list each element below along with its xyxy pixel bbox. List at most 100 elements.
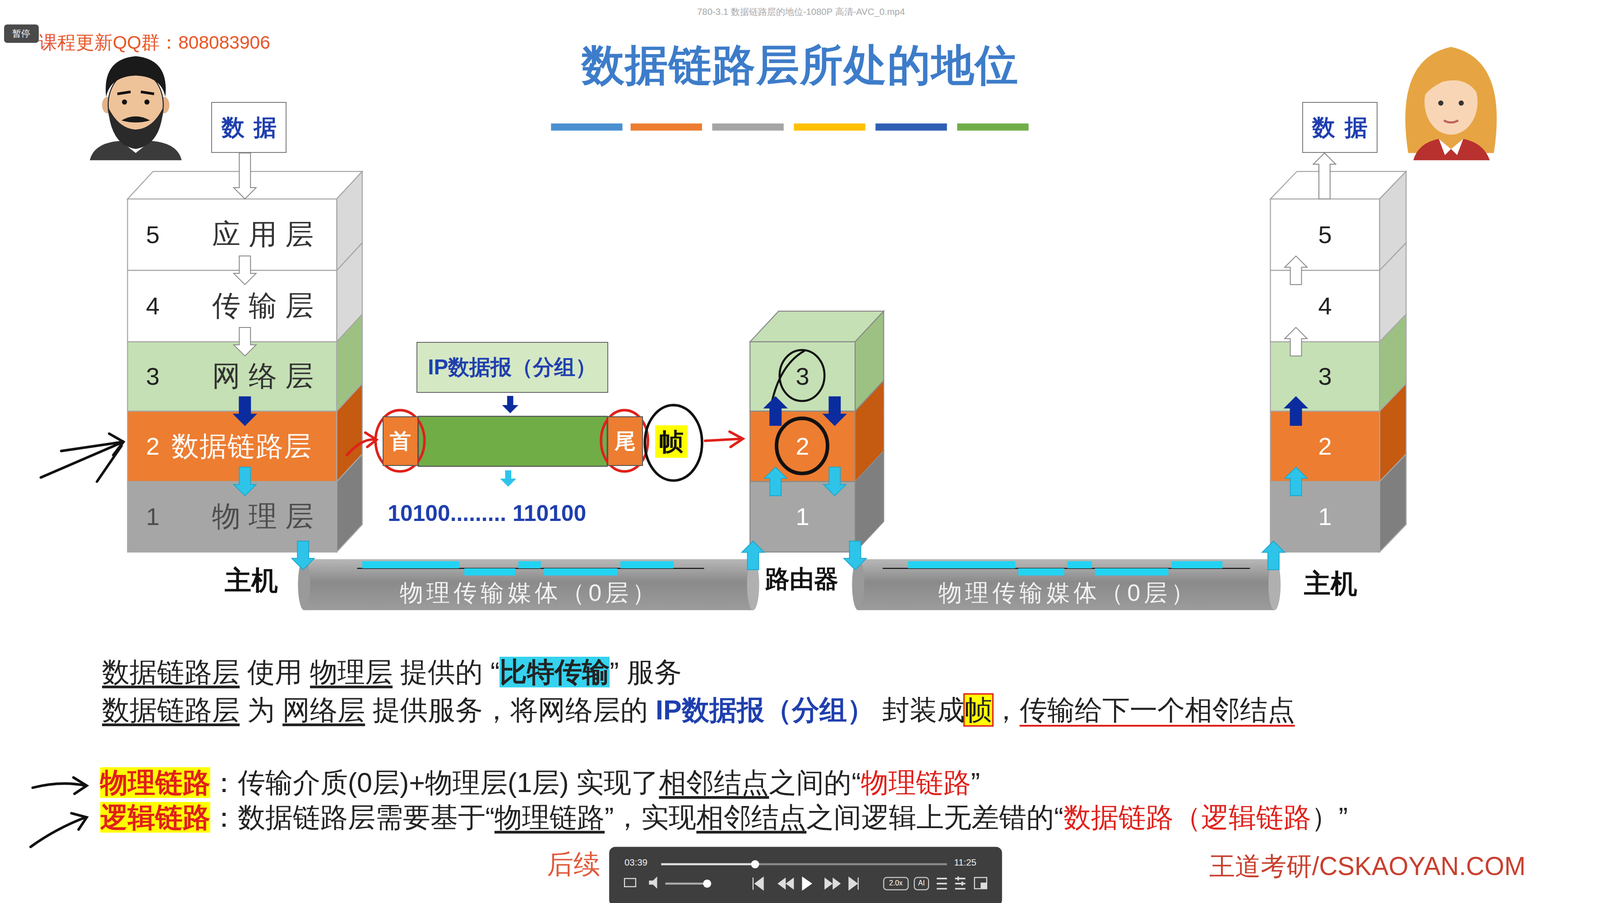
title-anchor: 数据链路层所处的地位 bbox=[581, 39, 1019, 92]
label-anchor: 主机 bbox=[224, 564, 278, 597]
block-arrow bbox=[1284, 467, 1308, 496]
player-time: 03:39 bbox=[624, 857, 648, 868]
note-line: 逻辑链路：数据链路层需要基于“物理链路”，实现相邻结点之间逻辑上无差错的“数据链… bbox=[100, 802, 1348, 833]
layer-name: 物理层 bbox=[212, 499, 322, 534]
block-arrow bbox=[233, 256, 257, 285]
label-anchor: 物理链路：传输介质(0层)+物理层(1层) 实现了相邻结点之间的“物理链路” bbox=[100, 766, 981, 800]
host-stack-3d bbox=[127, 171, 363, 553]
note-fragment: 后续 bbox=[546, 849, 601, 879]
layer-number: 1 bbox=[145, 502, 213, 532]
host-stack-3d bbox=[1270, 171, 1407, 553]
slide-title: 数据链路层所处的地位 bbox=[581, 41, 1019, 89]
video-player-bar bbox=[609, 847, 1003, 903]
block-arrow bbox=[741, 541, 765, 570]
block-arrow bbox=[823, 397, 847, 426]
frame-tag: 帧 bbox=[655, 425, 688, 458]
block-arrow bbox=[291, 541, 315, 570]
data-box: 数据 bbox=[211, 101, 287, 153]
file-name: 780-3.1 数据链路层的地位-1080P 高清-AVC_0.mp4 bbox=[697, 6, 906, 17]
layer-number: 1 bbox=[795, 502, 810, 532]
label-anchor: 暂停 bbox=[12, 27, 31, 39]
layer-box: 2 bbox=[749, 411, 856, 482]
layer-box: 5应用层 bbox=[127, 198, 338, 271]
trailer-label: 尾 bbox=[614, 428, 636, 455]
layer-box: 3 bbox=[1270, 342, 1380, 412]
player-time: 11:25 bbox=[953, 857, 976, 868]
frame-trailer: 尾 bbox=[607, 416, 643, 467]
emphasis: 逻辑链路 bbox=[100, 802, 211, 833]
emphasis: 相邻结点 bbox=[696, 802, 807, 833]
device-name: 主机 bbox=[1304, 568, 1358, 599]
block-arrow bbox=[1284, 327, 1308, 357]
data-text: 数据 bbox=[212, 113, 286, 142]
note-line: 物理链路：传输介质(0层)+物理层(1层) 实现了相邻结点之间的“物理链路” bbox=[100, 767, 981, 799]
emphasis: 物理链路 bbox=[494, 802, 605, 833]
label-anchor: 逻辑链路：数据链路层需要基于“物理链路”，实现相邻结点之间逻辑上无差错的“数据链… bbox=[100, 801, 1348, 835]
frame-payload bbox=[418, 416, 607, 467]
block-arrow bbox=[233, 152, 257, 199]
note-line: 数据链路层 使用 物理层 提供的 “比特传输” 服务 bbox=[101, 656, 682, 688]
layer-box: 4 bbox=[1270, 270, 1380, 342]
layer-number: 4 bbox=[1317, 291, 1332, 321]
emphasis: 帧 bbox=[964, 694, 993, 726]
layer-number: 5 bbox=[1317, 220, 1332, 250]
layer-number: 2 bbox=[145, 431, 172, 462]
label-anchor: 11:25 bbox=[953, 857, 976, 869]
note-line: 数据链路层 为 网络层 提供服务，将网络层的 IP数据报（分组） 封装成帧，传输… bbox=[101, 694, 1295, 726]
label-anchor: 2.0x bbox=[889, 879, 903, 888]
bits-arrow bbox=[499, 470, 517, 487]
transmission-cable bbox=[297, 559, 759, 611]
packet-box: IP数据报（分组） bbox=[416, 342, 609, 394]
packet-label: IP数据报（分组） bbox=[427, 354, 597, 381]
emphasis: 比特传输 bbox=[499, 656, 610, 688]
cable-label: 物理传输媒体（0层） bbox=[934, 578, 1198, 607]
device-name: 主机 bbox=[224, 565, 278, 596]
layer-box: 2数据链路层 bbox=[127, 411, 338, 482]
emphasis: 相邻结点 bbox=[658, 767, 769, 799]
cable-band: 物理传输媒体（0层） bbox=[851, 559, 1281, 611]
block-arrow bbox=[1284, 256, 1308, 285]
player-ai: AI bbox=[918, 879, 925, 888]
emphasis: 数据链路层 bbox=[101, 656, 240, 688]
block-arrow bbox=[823, 467, 847, 496]
emphasis: 物理链路 bbox=[100, 767, 211, 799]
label-anchor: AI bbox=[918, 879, 925, 888]
layer-box: 1物理层 bbox=[127, 481, 338, 552]
block-arrow bbox=[233, 467, 257, 496]
label-anchor: 780-3.1 数据链路层的地位-1080P 高清-AVC_0.mp4 bbox=[697, 6, 906, 18]
pause-label: 暂停 bbox=[12, 28, 31, 39]
emphasis: 传输给下一个相邻结点 bbox=[1019, 694, 1295, 726]
label-anchor: 10100......... 110100 bbox=[387, 500, 587, 528]
pause-badge bbox=[4, 24, 39, 43]
label-anchor: 主机 bbox=[1304, 568, 1358, 601]
layer-number: 3 bbox=[145, 361, 213, 392]
label-anchor: 03:39 bbox=[624, 857, 648, 869]
header-label: 首 bbox=[389, 428, 412, 455]
layer-name: 传输层 bbox=[212, 288, 322, 324]
label-anchor: 课程更新QQ群：808083906 bbox=[38, 31, 271, 54]
layer-box: 1 bbox=[749, 481, 856, 552]
block-arrow bbox=[764, 397, 787, 426]
title-colour-bar bbox=[550, 123, 1029, 131]
layer-name: 应用层 bbox=[212, 217, 322, 252]
layer-number: 5 bbox=[145, 220, 213, 250]
layer-box: 3网络层 bbox=[127, 342, 338, 412]
block-arrow bbox=[233, 327, 257, 357]
block-arrow bbox=[1284, 397, 1308, 426]
frame-header: 首 bbox=[382, 416, 419, 467]
transmission-cable bbox=[851, 559, 1281, 611]
layer-box: 1 bbox=[1270, 481, 1380, 552]
device-name: 路由器 bbox=[765, 565, 839, 593]
label-anchor: 数据链路层 为 网络层 提供服务，将网络层的 IP数据报（分组） 封装成帧，传输… bbox=[101, 693, 1295, 727]
frame-label: 帧 bbox=[659, 427, 684, 457]
group-notice: 课程更新QQ群：808083906 bbox=[38, 32, 271, 53]
layer-number: 2 bbox=[795, 431, 810, 462]
student-avatar bbox=[1405, 46, 1498, 161]
block-arrow bbox=[843, 541, 867, 570]
encapsulate-arrow bbox=[502, 396, 519, 414]
layer-box: 4传输层 bbox=[127, 270, 338, 342]
block-arrow bbox=[764, 467, 787, 496]
layer-box: 2 bbox=[1270, 411, 1380, 482]
teacher-avatar bbox=[89, 55, 182, 161]
emphasis: 网络层 bbox=[282, 694, 366, 726]
